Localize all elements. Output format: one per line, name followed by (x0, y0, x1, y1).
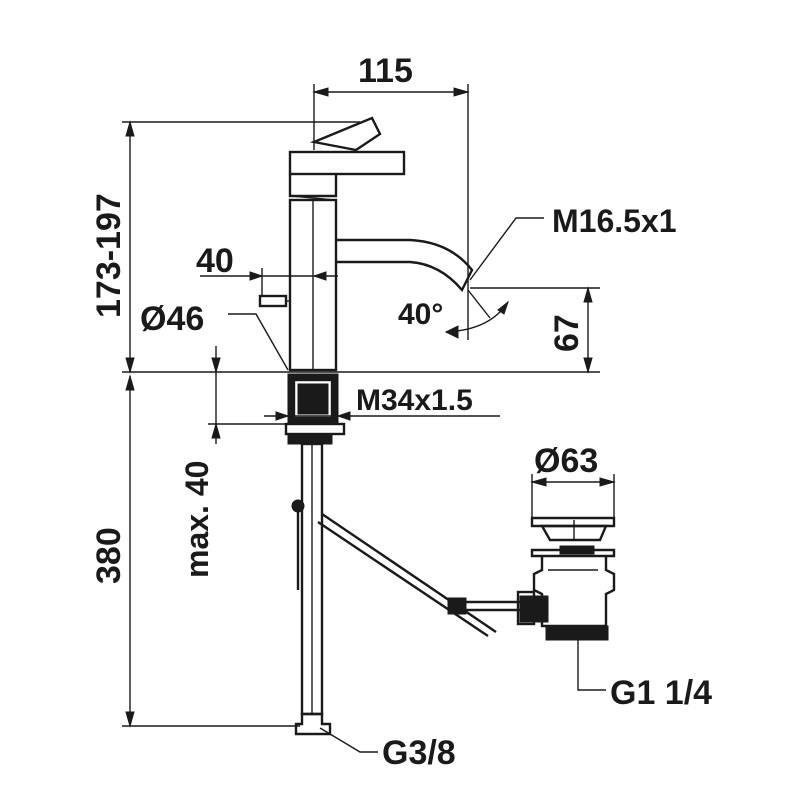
label-hose-thread: G3/8 (382, 734, 456, 772)
label-spout-reach: 115 (358, 52, 413, 90)
popup-linkage (317, 513, 520, 637)
lower-nut (284, 422, 346, 436)
label-body-diameter: Ø46 (140, 300, 204, 338)
label-drain-thread: G1 1/4 (610, 674, 712, 712)
label-lever-offset: 40 (196, 242, 234, 280)
lever-handle (309, 116, 382, 152)
label-spout-angle: 40° (398, 298, 443, 331)
label-hose-length: 380 (90, 527, 128, 584)
label-aerator-height: 67 (548, 314, 586, 352)
faucet (258, 116, 474, 753)
label-height-range: 173-197 (90, 193, 128, 318)
label-thread-spout: M16.5x1 (552, 203, 677, 239)
cartridge-head (288, 150, 406, 176)
label-max-thickness: max. 40 (179, 461, 215, 578)
dimension-labels: 115 173-197 M16.5x1 40 40° Ø46 67 M34x1.… (90, 52, 712, 772)
dimension-lines (122, 84, 616, 728)
spout (336, 238, 474, 293)
drain-assembly (516, 516, 616, 691)
label-mount-thread: M34x1.5 (356, 384, 473, 417)
label-drain-diameter: Ø63 (534, 442, 598, 480)
popup-knob (258, 294, 288, 308)
